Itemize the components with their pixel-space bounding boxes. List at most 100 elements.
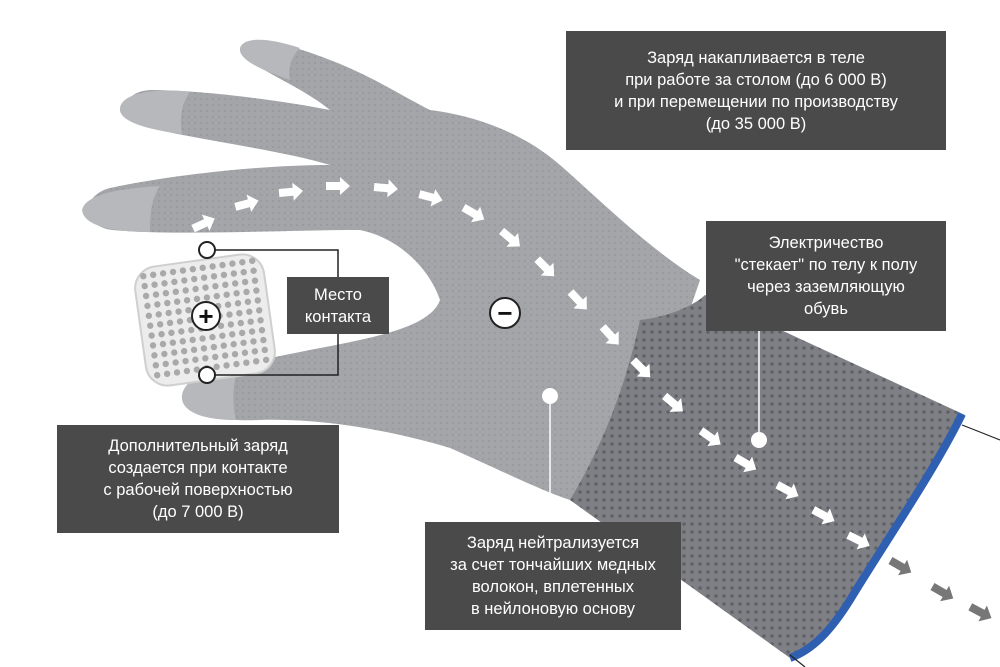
pad-dot xyxy=(236,309,243,317)
callout-contact-point: Место контакта xyxy=(287,277,389,334)
pad-dot xyxy=(154,371,161,379)
pad-dot xyxy=(149,342,157,349)
flow-arrow xyxy=(373,179,398,198)
contact-node-top xyxy=(198,241,216,259)
pad-dot xyxy=(247,318,254,325)
callout-additional-charge: Дополнительный заряд создается при конта… xyxy=(57,425,339,533)
callout-line: Заряд нейтрализуется xyxy=(466,534,640,552)
pad-dot xyxy=(171,278,178,286)
pad-dot xyxy=(178,328,185,335)
pad-dot xyxy=(253,287,260,294)
flow-arrow xyxy=(662,392,683,412)
pad-dot xyxy=(158,330,165,338)
pad-dot xyxy=(246,308,253,315)
glove-finger-tip-index xyxy=(82,186,160,232)
pad-dot xyxy=(223,291,230,298)
pad-dot xyxy=(188,326,195,334)
pad-dot xyxy=(191,275,198,283)
pad-dot xyxy=(180,348,188,355)
pad-dot xyxy=(258,326,266,334)
contact-node-bottom xyxy=(198,366,216,384)
pad-dot xyxy=(145,312,153,319)
callout-line: (до 35 000 В) xyxy=(705,114,807,133)
flow-arrow xyxy=(698,427,721,447)
pad-dot xyxy=(152,362,160,369)
pad-dot xyxy=(154,301,161,308)
pad-dot xyxy=(209,263,216,270)
pad-dot xyxy=(172,288,179,295)
plus-charge-symbol: + xyxy=(191,301,221,331)
pad-dot xyxy=(168,329,175,336)
pad-dot xyxy=(164,299,171,307)
pad-dot xyxy=(229,331,236,338)
callout-line: волокон, вплетенных xyxy=(471,578,635,596)
flow-arrow xyxy=(191,214,215,233)
pad-dot xyxy=(219,332,226,339)
pad-dot xyxy=(262,356,270,364)
callout-line: Заряд накапливается в теле xyxy=(647,48,865,67)
pad-dot xyxy=(163,370,171,377)
flow-arrow xyxy=(930,583,954,602)
pad-dot xyxy=(151,281,158,288)
pad-dot xyxy=(232,280,239,287)
pad-dot xyxy=(169,339,177,346)
pad-dot xyxy=(151,352,158,359)
pad-dot xyxy=(230,341,237,348)
glove-cuff-trim xyxy=(788,412,966,662)
pad-dot xyxy=(251,277,259,284)
ground-line-bottom xyxy=(789,654,806,667)
plus-sign: + xyxy=(198,301,213,331)
pad-dot xyxy=(190,346,198,354)
pad-dot xyxy=(212,283,219,290)
pad-dot xyxy=(179,267,187,274)
pad-dot xyxy=(183,367,191,375)
pad-dot xyxy=(213,363,220,371)
pad-dot xyxy=(179,338,186,345)
pad-dot xyxy=(223,362,230,369)
pad-dot xyxy=(182,287,189,294)
flow-arrow xyxy=(461,204,485,223)
pad-dot xyxy=(239,259,246,266)
pad-dot xyxy=(162,360,169,368)
pad-dot xyxy=(243,359,250,366)
pad-dot xyxy=(226,311,233,318)
pad-dot xyxy=(254,297,261,304)
pad-dot xyxy=(173,369,181,376)
pad-dot xyxy=(142,292,150,300)
charge-flow-arrows xyxy=(191,177,992,622)
pad-dot xyxy=(249,257,256,265)
callout-charge-accumulation: Заряд накапливается в теле при работе за… xyxy=(566,31,946,150)
pad-dot xyxy=(227,321,235,328)
pad-dot xyxy=(144,302,151,310)
flow-arrow xyxy=(775,481,799,500)
flow-arrow xyxy=(846,531,870,550)
circuit-wires xyxy=(207,249,339,376)
flow-arrow xyxy=(630,357,651,378)
pad-dot xyxy=(202,284,209,291)
pad-dot xyxy=(189,336,196,344)
callout-line: Дополнительный заряд xyxy=(108,437,288,455)
leader-dot-discharge xyxy=(751,432,767,448)
flow-arrow xyxy=(278,182,303,201)
pad-dot xyxy=(175,308,182,315)
pad-dot xyxy=(140,272,147,280)
ground-line xyxy=(961,424,1000,441)
callout-line: Электричество xyxy=(768,234,884,252)
flow-arrow xyxy=(418,189,443,207)
pad-dot xyxy=(213,292,220,300)
leader-lines xyxy=(549,331,760,522)
minus-sign: − xyxy=(497,298,512,328)
pad-dot xyxy=(244,298,252,306)
pad-dot xyxy=(221,352,229,359)
pad-dot xyxy=(220,342,227,349)
glove-finger-tip-middle xyxy=(119,90,190,134)
pad-dot xyxy=(199,335,206,342)
pad-dot xyxy=(224,301,232,308)
pad-dot xyxy=(234,300,242,307)
pad-dot xyxy=(261,346,268,354)
pad-dot xyxy=(182,357,189,365)
pad-dot xyxy=(192,285,199,293)
flow-arrow xyxy=(567,289,587,310)
pad-dot xyxy=(200,274,208,281)
callout-neutralization: Заряд нейтрализуется за счет тончайших м… xyxy=(425,522,681,630)
